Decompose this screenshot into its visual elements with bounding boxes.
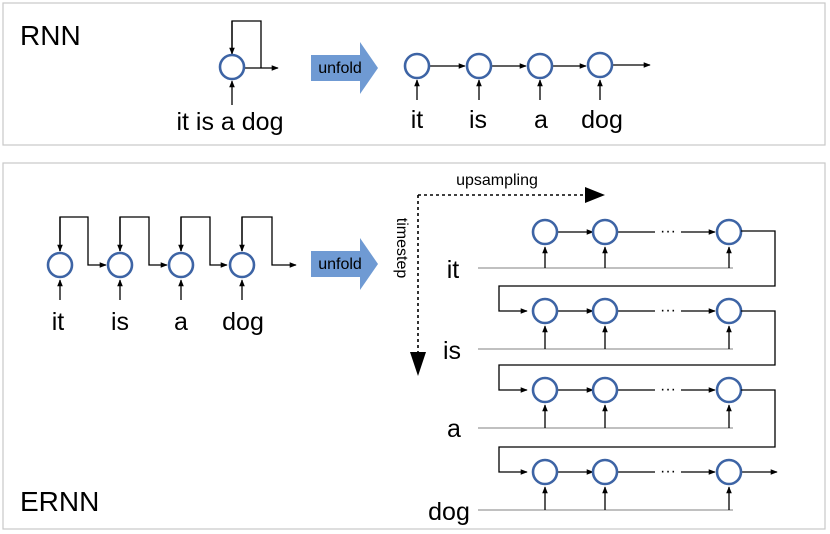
rnn-input-sentence: it is a dog: [176, 108, 283, 136]
ernn-folded-node-4: [228, 251, 256, 279]
ernn-node-r2-c3: [715, 297, 743, 325]
rnn-node-1: [403, 52, 431, 80]
ernn-node-r1-c3: [715, 218, 743, 246]
ernn-node-r1-c1: [531, 218, 559, 246]
ernn-word-is: is: [443, 337, 461, 365]
ernn-folded-cell-3: [167, 216, 228, 300]
ernn-node-r3-c3: [715, 376, 743, 404]
ernn-folded-node-1: [46, 251, 74, 279]
ernn-panel-border: [2, 162, 826, 530]
svg-text:unfold: unfold: [318, 256, 362, 273]
timestep-label: timestep: [393, 218, 410, 279]
upsampling-arrowhead: [585, 187, 605, 203]
ernn-word-a: a: [447, 415, 461, 443]
rnn-node-4: [586, 51, 614, 79]
ernn-folded-cell-2: [106, 216, 168, 300]
ernn-row-a: ··· a: [447, 376, 743, 443]
rnn-node-3: [526, 52, 554, 80]
ernn-row-dog: ··· dog: [428, 458, 778, 526]
ernn-folded-cells: it is a dog: [46, 216, 297, 336]
ellipsis-row-2: ···: [660, 302, 676, 319]
ernn-node-r3-c2: [591, 376, 619, 404]
ernn-node-r4-c3: [715, 458, 743, 486]
ernn-folded-word-a: a: [174, 308, 188, 336]
ernn-panel: ERNN: [2, 162, 826, 530]
ernn-folded-word-it: it: [52, 308, 65, 336]
ernn-folded-node-3: [167, 251, 195, 279]
svg-text:unfold: unfold: [318, 60, 362, 77]
rnn-word-is: is: [469, 106, 487, 134]
timestep-arrowhead: [410, 352, 426, 376]
rnn-folded-node: [218, 53, 246, 81]
rnn-unrolled-chain: it is a dog: [403, 51, 651, 134]
ernn-node-r2-c2: [591, 297, 619, 325]
ernn-node-r2-c1: [531, 297, 559, 325]
ernn-node-r3-c1: [531, 376, 559, 404]
ernn-folded-cell-4: [228, 216, 297, 300]
rnn-node-2: [465, 52, 493, 80]
ernn-folded-node-2: [106, 251, 134, 279]
ernn-node-r4-c1: [531, 458, 559, 486]
rnn-word-dog: dog: [581, 106, 623, 134]
rnn-panel-label: RNN: [20, 20, 81, 51]
rnn-unfold-arrow: unfold: [311, 42, 378, 94]
ernn-panel-label: ERNN: [20, 486, 99, 517]
ernn-word-it: it: [447, 256, 460, 284]
ernn-axes: upsampling timestep: [393, 172, 605, 376]
ellipsis-row-1: ···: [660, 223, 676, 240]
upsampling-label: upsampling: [456, 172, 538, 189]
rnn-folded-cell: it is a dog: [176, 20, 284, 136]
ernn-unfold-arrow: unfold: [311, 238, 378, 290]
ernn-word-dog: dog: [428, 498, 470, 526]
rnn-word-a: a: [534, 106, 548, 134]
ellipsis-row-3: ···: [660, 381, 676, 398]
rnn-word-it: it: [411, 106, 424, 134]
ernn-unrolled-grid: ··· it ···: [428, 218, 778, 526]
ellipsis-row-4: ···: [660, 463, 676, 480]
ernn-node-r1-c2: [591, 218, 619, 246]
ernn-row-is: ··· is: [443, 297, 743, 365]
ernn-folded-cell-1: [46, 216, 107, 300]
ernn-folded-word-dog: dog: [222, 308, 264, 336]
ernn-node-r4-c2: [591, 458, 619, 486]
ernn-row-it: ··· it: [447, 218, 743, 284]
rnn-panel: RNN it is a dog unfold it: [2, 2, 826, 146]
ernn-folded-word-is: is: [111, 308, 129, 336]
